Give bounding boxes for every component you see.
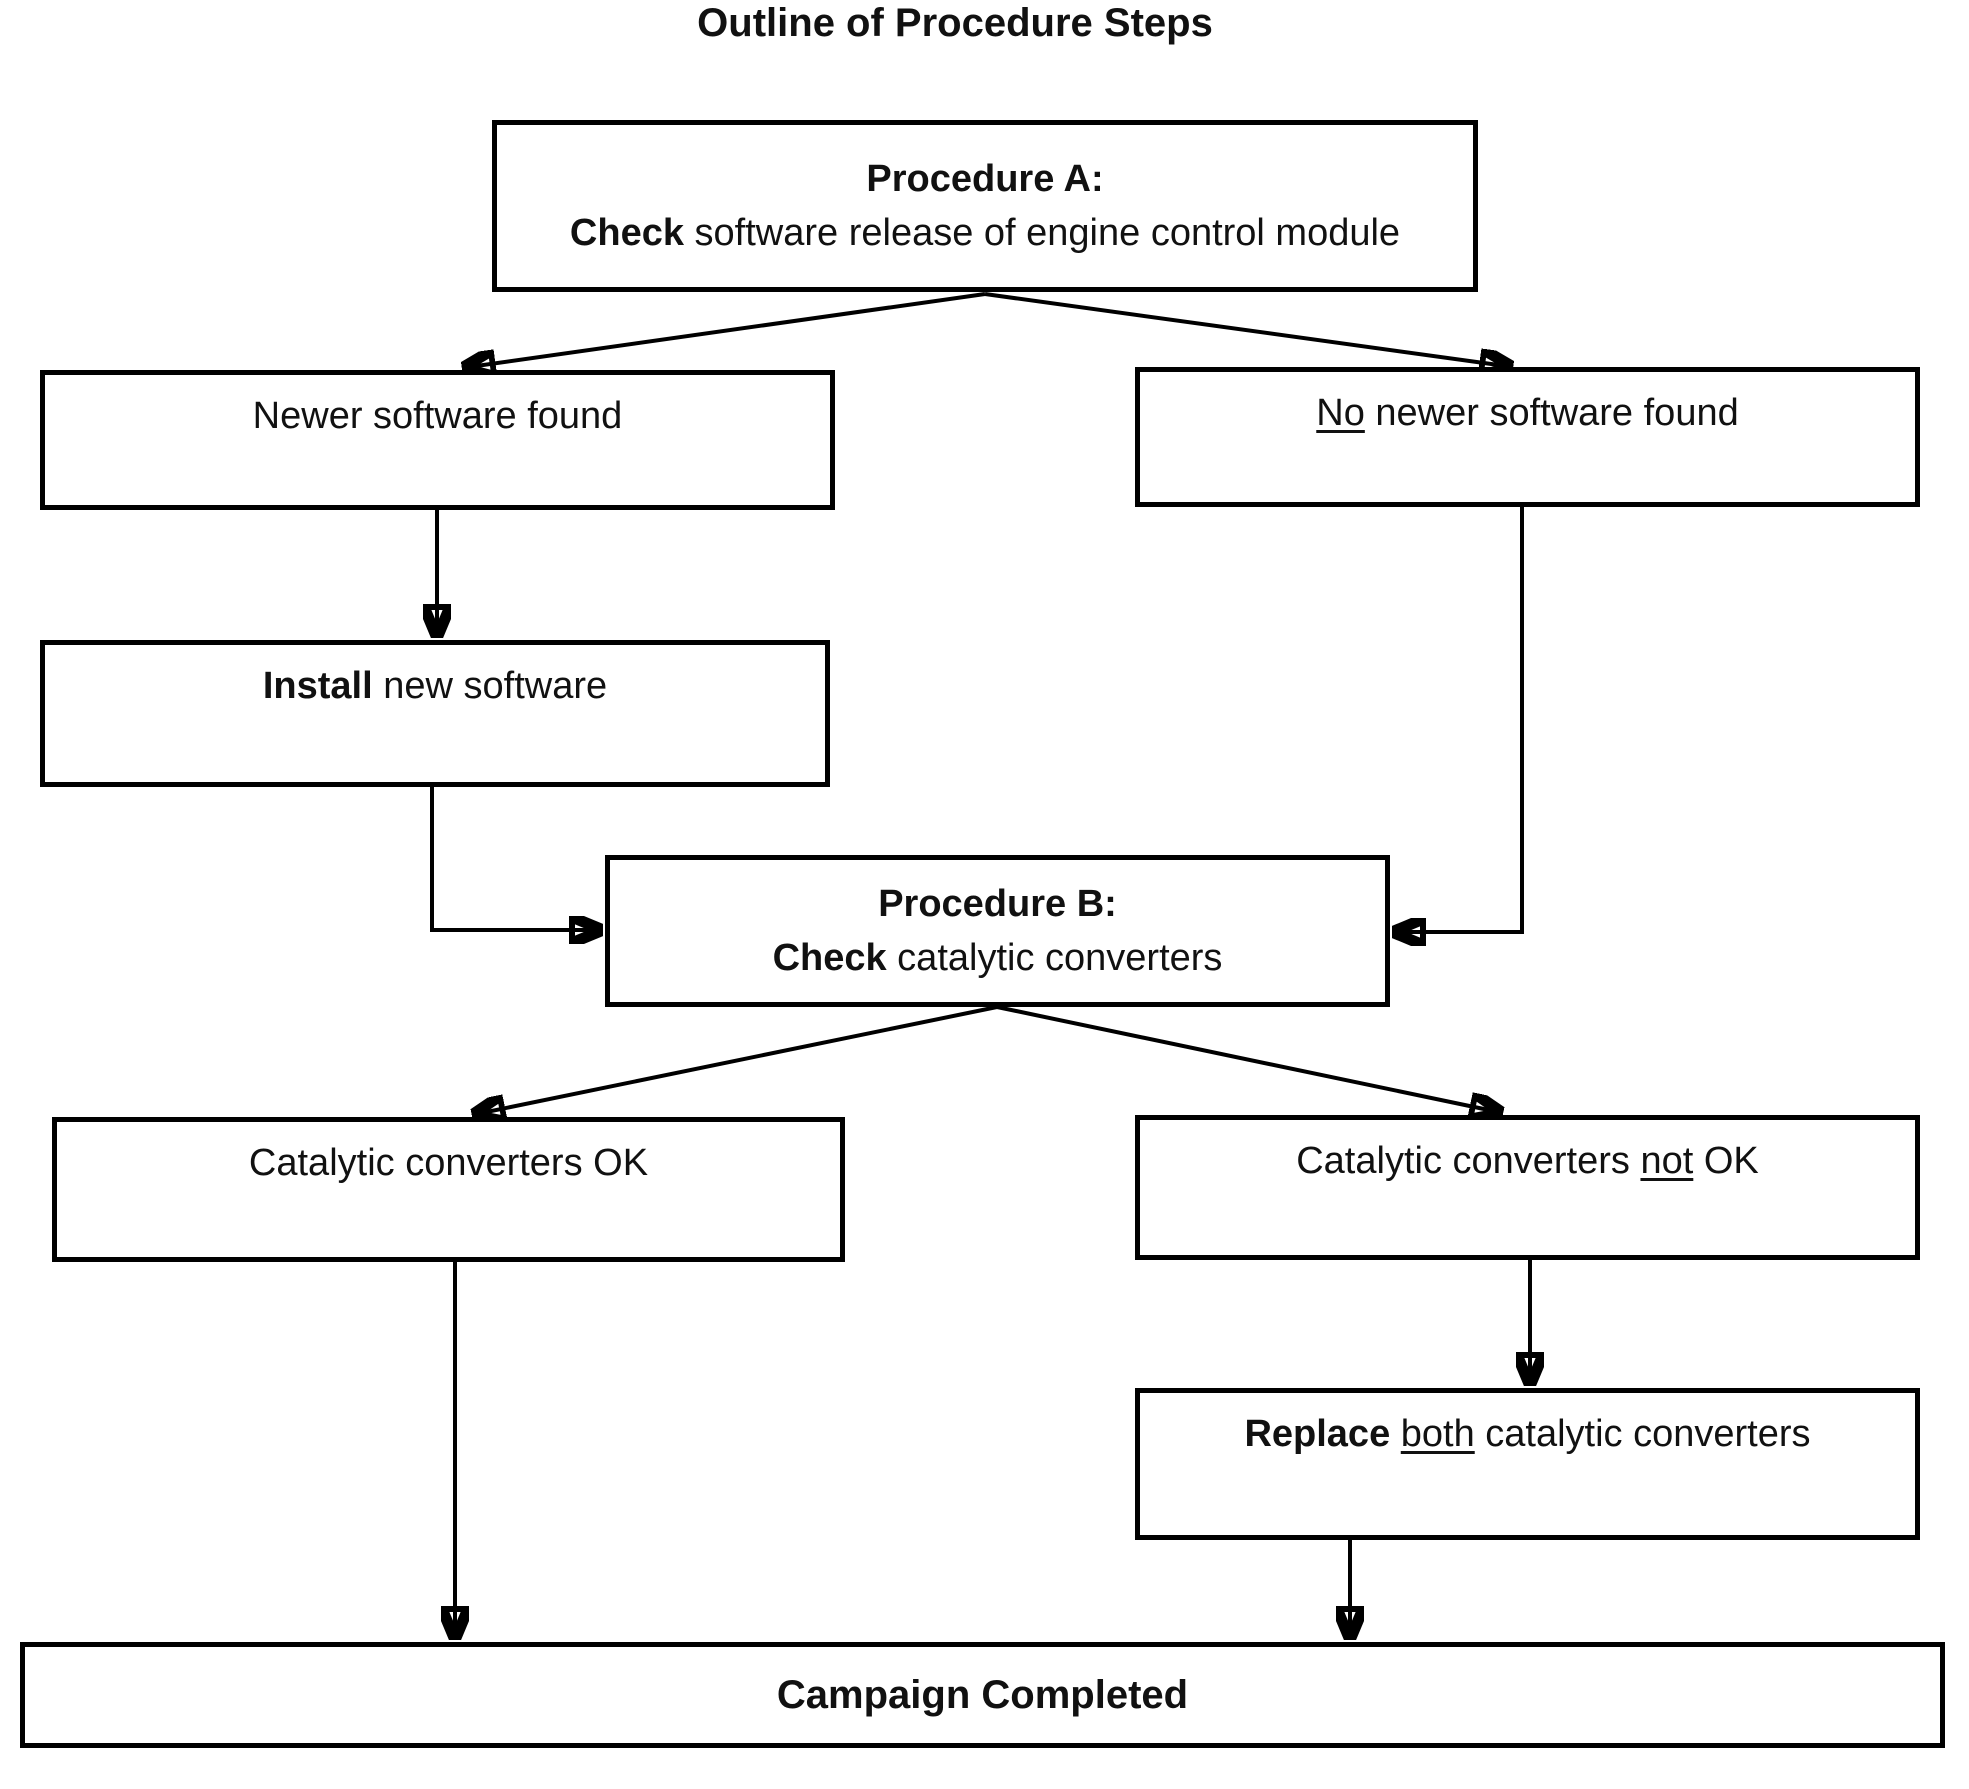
arrow-proc-a-to-newer-found — [462, 292, 986, 368]
arrow-no-newer-found-to-proc-b — [1392, 505, 1524, 932]
node-procedure-b-heading: Procedure B: — [878, 883, 1117, 925]
node-catalytic-converters-not-ok-label: Catalytic converters not OK — [1296, 1140, 1759, 1182]
arrow-proc-a-to-no-newer-found — [984, 292, 1513, 367]
node-replace-both-converters-label: Replace both catalytic converters — [1244, 1413, 1811, 1455]
page-title: Outline of Procedure Steps — [697, 1, 1213, 45]
node-newer-software-found: Newer software found — [40, 370, 835, 510]
node-procedure-a: Procedure A: Check software release of e… — [492, 120, 1478, 292]
node-no-newer-software-found-label: No newer software found — [1316, 392, 1739, 434]
node-catalytic-converters-ok-label: Catalytic converters OK — [248, 1142, 649, 1184]
arrow-proc-b-to-cat-ok — [472, 1005, 998, 1115]
arrow-install-to-proc-b — [430, 785, 603, 930]
node-campaign-completed: Campaign Completed — [20, 1642, 1945, 1748]
node-procedure-b-action: Check catalytic converters — [772, 937, 1223, 979]
node-procedure-a-action: Check software release of engine control… — [569, 212, 1401, 254]
node-catalytic-converters-not-ok: Catalytic converters not OK — [1135, 1115, 1920, 1260]
arrow-proc-b-to-cat-not-ok — [996, 1005, 1503, 1113]
node-campaign-completed-label: Campaign Completed — [776, 1673, 1189, 1717]
node-newer-software-found-label: Newer software found — [252, 395, 623, 437]
node-catalytic-converters-ok: Catalytic converters OK — [52, 1117, 845, 1262]
node-install-new-software: Install new software — [40, 640, 830, 787]
node-procedure-b: Procedure B: Check catalytic converters — [605, 855, 1390, 1007]
node-install-new-software-label: Install new software — [262, 665, 608, 707]
node-procedure-a-heading: Procedure A: — [866, 158, 1104, 200]
node-replace-both-converters: Replace both catalytic converters — [1135, 1388, 1920, 1540]
node-no-newer-software-found: No newer software found — [1135, 367, 1920, 507]
